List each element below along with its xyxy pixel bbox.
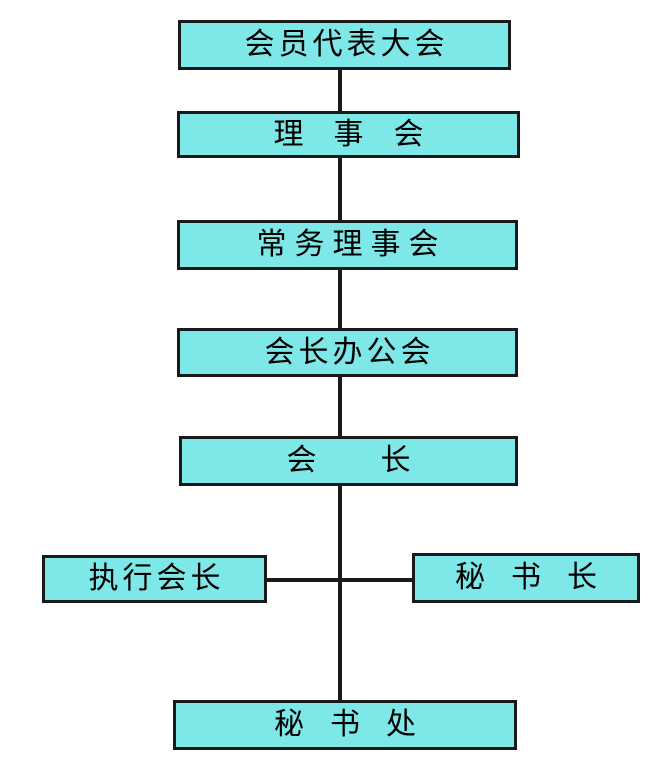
org-node-secretariat-label: 秘书处 [274, 708, 442, 741]
connector-president-secretariat [338, 486, 342, 700]
org-node-standing-council-label: 常务理事会 [256, 228, 447, 261]
org-node-standing-council: 常务理事会 [177, 220, 518, 270]
org-node-president-office-meeting: 会长办公会 [177, 328, 518, 377]
org-node-executive-president: 执行会长 [42, 555, 267, 603]
connector-standing-council-office-meeting [338, 270, 342, 328]
org-node-member-congress: 会员代表大会 [178, 20, 511, 70]
org-node-president-office-meeting-label: 会长办公会 [264, 335, 435, 369]
org-node-secretariat: 秘书处 [173, 700, 517, 750]
org-node-executive-president-label: 执行会长 [88, 562, 225, 595]
connector-congress-council [338, 70, 342, 112]
connector-executive-president-secretary-general [267, 578, 412, 582]
org-node-secretary-general: 秘书长 [412, 553, 640, 603]
org-node-council-label: 理事会 [273, 117, 454, 151]
org-node-member-congress-label: 会员代表大会 [244, 28, 449, 61]
connector-council-standing-council [338, 158, 342, 220]
connector-office-meeting-president [338, 377, 342, 436]
org-node-secretary-general-label: 秘书长 [455, 561, 623, 594]
org-node-president-label: 会长 [286, 444, 475, 477]
org-node-council: 理事会 [177, 111, 520, 158]
org-node-president: 会长 [179, 436, 518, 486]
